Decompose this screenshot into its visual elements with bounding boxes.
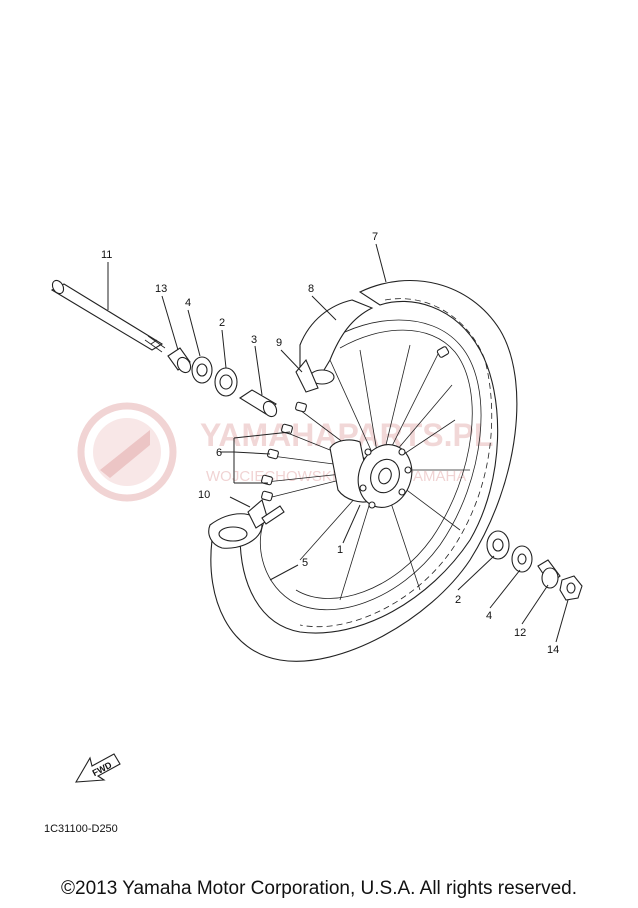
axle	[50, 279, 166, 353]
bearing-left	[214, 367, 238, 397]
oil-seal-left	[191, 356, 213, 384]
callout-2-left: 2	[219, 317, 225, 329]
tube	[299, 299, 374, 385]
copyright-notice: ©2013 Yamaha Motor Corporation, U.S.A. A…	[61, 878, 577, 899]
tire	[210, 280, 518, 662]
callout-13: 13	[155, 283, 167, 295]
callout-5: 5	[302, 557, 308, 569]
spacer	[238, 389, 278, 418]
callout-4-right: 4	[486, 610, 492, 622]
callout-4-left: 4	[185, 297, 191, 309]
callout-3: 3	[251, 334, 257, 346]
callout-6: 6	[216, 447, 222, 459]
callout-10: 10	[198, 489, 210, 501]
diagram-code: 1C31100-D250	[44, 823, 118, 835]
rim-band	[295, 358, 319, 393]
callout-14: 14	[547, 644, 559, 656]
fwd-arrow-icon: FWD	[74, 753, 121, 783]
callout-8: 8	[308, 283, 314, 295]
collar-12	[537, 559, 561, 589]
callout-7: 7	[372, 231, 378, 243]
valve-cap	[261, 505, 285, 525]
tube-section	[208, 499, 269, 549]
collar-13	[167, 347, 192, 374]
spoke-nipples	[261, 346, 450, 502]
watermark: YAMAHAPARTS.PL WOJCIECHOWSKI DEALER YAMA…	[77, 402, 493, 502]
callout-9: 9	[276, 337, 282, 349]
callout-11: 11	[101, 249, 112, 261]
oil-seal-right	[511, 545, 533, 573]
axle-nut	[559, 575, 583, 601]
bearing-right	[486, 530, 510, 560]
rim	[259, 319, 482, 611]
hub	[329, 439, 413, 509]
callout-1: 1	[337, 544, 343, 556]
callout-2-right: 2	[455, 594, 461, 606]
callout-12: 12	[514, 627, 526, 639]
leader-lines	[107, 243, 569, 643]
